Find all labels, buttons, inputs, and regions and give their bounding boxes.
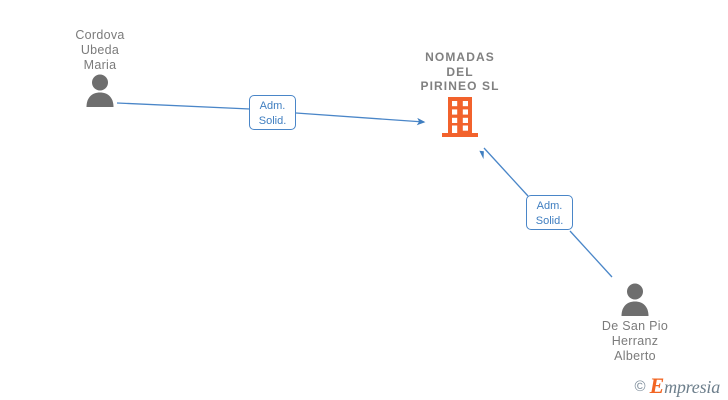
edge-label-cordova[interactable]: Adm. Solid. — [249, 95, 296, 130]
watermark: © Empresia — [634, 375, 721, 397]
edge-line-cordova-left — [116, 102, 251, 110]
brand-rest: mpresia — [664, 377, 720, 397]
edge-line-desanpio-upper — [479, 146, 529, 197]
edge-line-cordova-right — [295, 112, 426, 126]
company-node-nomadas-del-pirineo-sl[interactable]: NOMADAS DEL PIRINEO SL — [360, 50, 560, 138]
edge-label-desanpio[interactable]: Adm. Solid. — [526, 195, 573, 230]
person-name-label: Cordova Ubeda Maria — [75, 28, 125, 72]
company-name-label: NOMADAS DEL PIRINEO SL — [420, 50, 500, 93]
brand-logo: Empresia — [650, 375, 721, 397]
copyright-icon: © — [634, 378, 646, 395]
brand-initial: E — [649, 373, 665, 398]
person-node-cordova-ubeda-maria[interactable]: Cordova Ubeda Maria — [20, 28, 180, 107]
building-icon — [442, 96, 478, 137]
edge-line-desanpio-lower — [569, 230, 613, 278]
person-node-de-san-pio-herranz-alberto[interactable]: De San Pio Herranz Alberto — [555, 282, 715, 364]
person-icon — [86, 74, 114, 107]
person-name-label: De San Pio Herranz Alberto — [601, 319, 669, 363]
person-icon — [621, 283, 649, 316]
